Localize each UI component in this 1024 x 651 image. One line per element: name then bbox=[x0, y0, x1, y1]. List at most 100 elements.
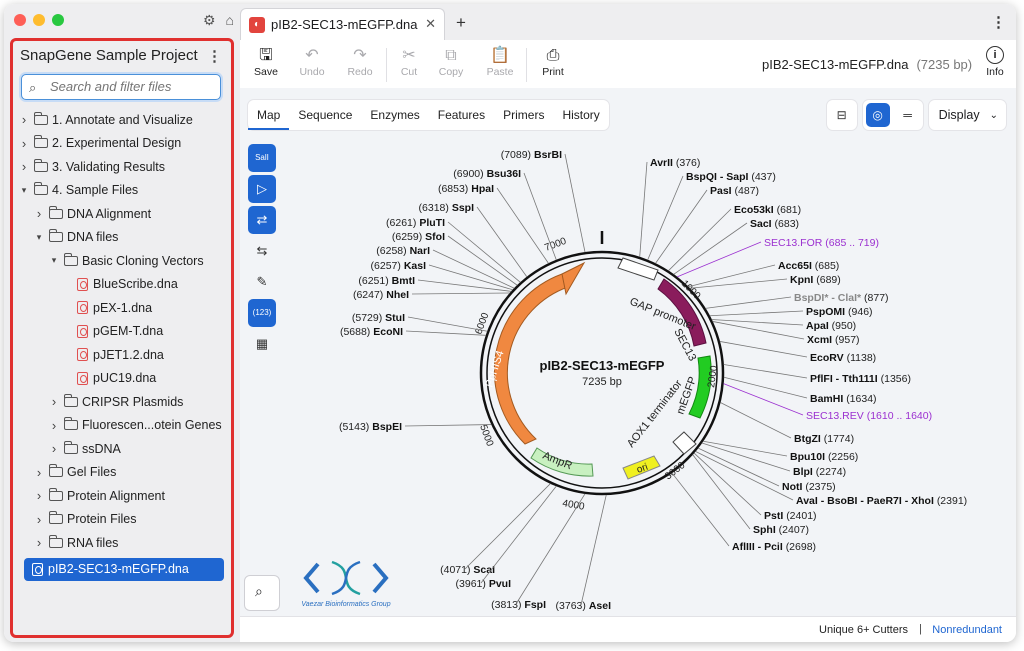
map-search-button[interactable]: ⌕ bbox=[244, 575, 280, 611]
site-label-left[interactable]: (6261) PluTI bbox=[386, 217, 445, 229]
document-tab[interactable]: ◐ pIB2-SEC13-mEGFP.dna ✕ bbox=[240, 8, 445, 40]
site-label-left[interactable]: (3763) AseI bbox=[556, 600, 612, 612]
site-label-left[interactable]: (5729) StuI bbox=[352, 312, 405, 324]
site-label-right[interactable]: SphI (2407) bbox=[753, 524, 809, 536]
chevron-right-icon[interactable]: › bbox=[51, 417, 57, 433]
feature-SEC13[interactable] bbox=[657, 278, 707, 347]
copy-button[interactable]: ⧉Copy bbox=[433, 46, 469, 78]
chevron-right-icon[interactable]: › bbox=[36, 488, 42, 504]
chevron-right-icon[interactable]: › bbox=[36, 511, 42, 527]
undo-button[interactable]: ↶Undo bbox=[294, 46, 330, 78]
orf-tool-button[interactable]: ⇆ bbox=[256, 243, 268, 258]
chevron-right-icon[interactable]: › bbox=[36, 464, 42, 480]
site-label-right[interactable]: AflIII - PciI (2698) bbox=[732, 541, 816, 553]
redo-button[interactable]: ↷Redo bbox=[342, 46, 378, 78]
feature-ori[interactable] bbox=[622, 455, 661, 480]
site-label-right[interactable]: AvaI - BsoBI - PaeR7I - XhoI (2391) bbox=[796, 495, 967, 507]
site-label-right[interactable]: Acc65I (685) bbox=[778, 260, 839, 272]
chevron-right-icon[interactable]: › bbox=[21, 112, 27, 128]
circular-map-icon[interactable]: ◎ bbox=[865, 103, 890, 127]
linear-map-icon[interactable]: ⊟ bbox=[836, 108, 847, 122]
folder-item[interactable]: ›Protein Files bbox=[18, 508, 234, 532]
site-label-right[interactable]: KpnI (689) bbox=[790, 274, 841, 286]
tab-sequence[interactable]: Sequence bbox=[298, 108, 353, 122]
site-label-right[interactable]: BspQI - SapI (437) bbox=[686, 171, 776, 183]
file-item[interactable]: BlueScribe.dna bbox=[18, 273, 234, 297]
chevron-right-icon[interactable]: › bbox=[36, 206, 42, 222]
gear-icon[interactable]: ⚙ bbox=[202, 12, 216, 28]
folder-item[interactable]: ›DNA Alignment bbox=[18, 202, 234, 226]
site-label-left[interactable]: (4071) ScaI bbox=[440, 564, 495, 576]
folder-item[interactable]: ›RNA files bbox=[18, 531, 234, 555]
tab-primers[interactable]: Primers bbox=[503, 108, 545, 122]
file-item[interactable]: pJET1.2.dna bbox=[18, 343, 234, 367]
folder-item[interactable]: ▾4. Sample Files bbox=[18, 179, 234, 203]
chevron-right-icon[interactable]: › bbox=[36, 535, 42, 551]
file-item[interactable]: pUC19.dna bbox=[18, 367, 234, 391]
primer-label[interactable]: SEC13.REV (1610 .. 1640) bbox=[806, 410, 932, 422]
feature-mEGFP[interactable] bbox=[688, 355, 712, 419]
paste-button[interactable]: 📋Paste bbox=[482, 46, 518, 78]
site-label-right[interactable]: EcoRV (1138) bbox=[810, 352, 876, 364]
site-label-right[interactable]: BlpI (2274) bbox=[793, 466, 846, 478]
close-tab-icon[interactable]: ✕ bbox=[425, 16, 436, 31]
chevron-right-icon[interactable]: › bbox=[51, 394, 57, 410]
save-button[interactable]: 🖫Save bbox=[248, 46, 284, 78]
site-label-left[interactable]: (6257) KasI bbox=[371, 260, 427, 272]
folder-item[interactable]: ›3. Validating Results bbox=[18, 155, 234, 179]
site-label-right[interactable]: Bpu10I (2256) bbox=[790, 451, 858, 463]
site-label-left[interactable]: (5143) BspEI bbox=[339, 421, 402, 433]
chevron-down-icon[interactable]: ▾ bbox=[36, 231, 42, 242]
tab-enzymes[interactable]: Enzymes bbox=[370, 108, 420, 122]
brush-icon[interactable]: ✎ bbox=[256, 274, 268, 289]
folder-item[interactable]: ›2. Experimental Design bbox=[18, 132, 234, 156]
tab-features[interactable]: Features bbox=[437, 108, 486, 122]
home-icon[interactable]: ⌂ bbox=[225, 12, 234, 28]
site-label-right[interactable]: AvrII (376) bbox=[650, 157, 700, 169]
nonredundant-toggle[interactable]: Nonredundant bbox=[932, 624, 1002, 636]
feature-PpHIS4[interactable] bbox=[493, 273, 569, 445]
print-button[interactable]: ⎙Print bbox=[535, 46, 571, 78]
site-label-left[interactable]: (6247) NheI bbox=[353, 289, 409, 301]
selected-file-item[interactable]: pIB2-SEC13-mEGFP.dna bbox=[24, 557, 224, 581]
site-label-right[interactable]: SacI (683) bbox=[750, 218, 799, 230]
site-label-left[interactable]: (6318) SspI bbox=[419, 202, 475, 214]
site-label-left[interactable]: (5688) EcoNI bbox=[340, 326, 403, 338]
tab-menu-button[interactable]: ⋮ bbox=[991, 14, 1006, 31]
display-dropdown[interactable]: Display ⌄ bbox=[928, 100, 1006, 130]
project-menu-button[interactable]: ⋮ bbox=[207, 48, 222, 65]
folder-item[interactable]: ›Protein Alignment bbox=[18, 484, 234, 508]
search-input[interactable] bbox=[48, 78, 218, 95]
chevron-down-icon[interactable]: ▾ bbox=[21, 184, 27, 195]
folder-item[interactable]: ›CRIPSR Plasmids bbox=[18, 390, 234, 414]
feature-tool-button[interactable]: ▷ bbox=[248, 175, 276, 203]
site-label-right[interactable]: NotI (2375) bbox=[782, 481, 836, 493]
site-label-left[interactable]: (6853) HpaI bbox=[438, 183, 494, 195]
site-label-right[interactable]: PspOMI (946) bbox=[806, 306, 873, 318]
folder-item[interactable]: ›1. Annotate and Visualize bbox=[18, 108, 234, 132]
site-label-right[interactable]: XcmI (957) bbox=[807, 334, 860, 346]
site-label-right[interactable]: ApaI (950) bbox=[806, 320, 856, 332]
folder-item[interactable]: ▾Basic Cloning Vectors bbox=[18, 249, 234, 273]
site-label-right[interactable]: PstI (2401) bbox=[764, 510, 817, 522]
cut-button[interactable]: ✂Cut bbox=[391, 46, 427, 78]
tab-history[interactable]: History bbox=[562, 108, 600, 122]
site-label-right[interactable]: PasI (487) bbox=[710, 185, 759, 197]
site-label-right[interactable]: Eco53kI (681) bbox=[734, 204, 801, 216]
search-box[interactable]: ⌕ bbox=[21, 74, 221, 100]
enzyme-tool-button[interactable]: SalI bbox=[248, 144, 276, 172]
site-label-left[interactable]: (6259) SfoI bbox=[392, 231, 445, 243]
primer-label[interactable]: SEC13.FOR (685 .. 719) bbox=[764, 237, 879, 249]
close-window-button[interactable] bbox=[14, 14, 26, 26]
folder-item[interactable]: ›Fluorescen...otein Genes bbox=[18, 414, 234, 438]
folder-item[interactable]: ›ssDNA bbox=[18, 437, 234, 461]
site-label-left[interactable]: (7089) BsrBI bbox=[501, 149, 562, 161]
numbering-tool-button[interactable]: (123) bbox=[248, 299, 276, 327]
feature-AmpR[interactable] bbox=[530, 447, 594, 477]
site-label-left[interactable]: (6900) Bsu36I bbox=[453, 168, 521, 180]
cutters-setting[interactable]: Unique 6+ Cutters bbox=[819, 624, 908, 636]
chevron-down-icon[interactable]: ▾ bbox=[51, 255, 57, 266]
tab-map[interactable]: Map bbox=[248, 100, 290, 130]
site-label-right[interactable]: BamHI (1634) bbox=[810, 393, 877, 405]
new-tab-button[interactable]: + bbox=[456, 13, 466, 32]
